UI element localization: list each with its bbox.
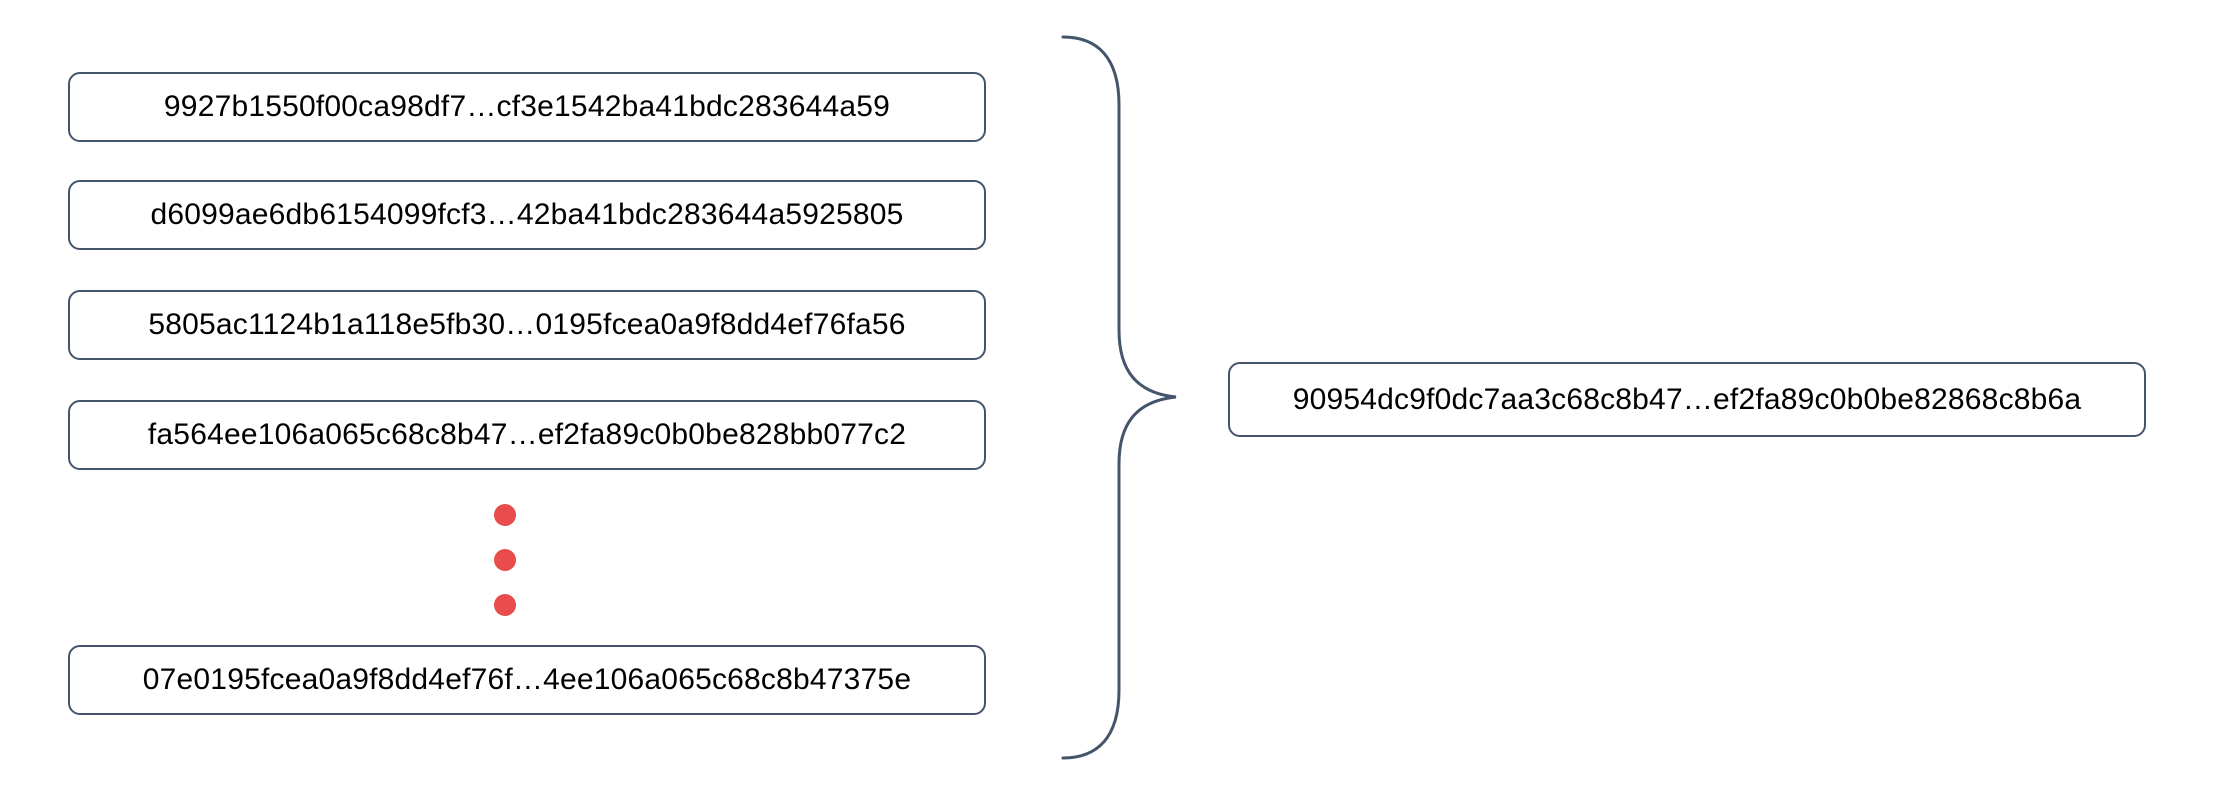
input-hash-box-2: d6099ae6db6154099fcf3…42ba41bdc283644a59… [68, 180, 986, 250]
input-hash-5-label: 07e0195fcea0a9f8dd4ef76f…4ee106a065c68c8… [142, 663, 912, 696]
input-hash-box-3: 5805ac1124b1a118e5fb30…0195fcea0a9f8dd4e… [68, 290, 986, 360]
input-hash-box-1: 9927b1550f00ca98df7…cf3e1542ba41bdc28364… [68, 72, 986, 142]
output-hash-label: 90954dc9f0dc7aa3c68c8b47…ef2fa89c0b0be82… [1292, 382, 2082, 416]
input-hash-3-label: 5805ac1124b1a118e5fb30…0195fcea0a9f8dd4e… [148, 308, 906, 341]
input-hash-box-5: 07e0195fcea0a9f8dd4ef76f…4ee106a065c68c8… [68, 645, 986, 715]
vertical-ellipsis-icon [494, 504, 516, 616]
curly-brace-icon [1061, 35, 1177, 760]
input-hash-1-label: 9927b1550f00ca98df7…cf3e1542ba41bdc28364… [163, 90, 891, 123]
ellipsis-dot-icon [494, 594, 516, 616]
output-hash-box: 90954dc9f0dc7aa3c68c8b47…ef2fa89c0b0be82… [1228, 362, 2146, 437]
input-hash-4-label: fa564ee106a065c68c8b47…ef2fa89c0b0be828b… [147, 418, 907, 451]
input-hash-box-4: fa564ee106a065c68c8b47…ef2fa89c0b0be828b… [68, 400, 986, 470]
ellipsis-dot-icon [494, 504, 516, 526]
input-hash-2-label: d6099ae6db6154099fcf3…42ba41bdc283644a59… [150, 198, 904, 231]
ellipsis-dot-icon [494, 549, 516, 571]
